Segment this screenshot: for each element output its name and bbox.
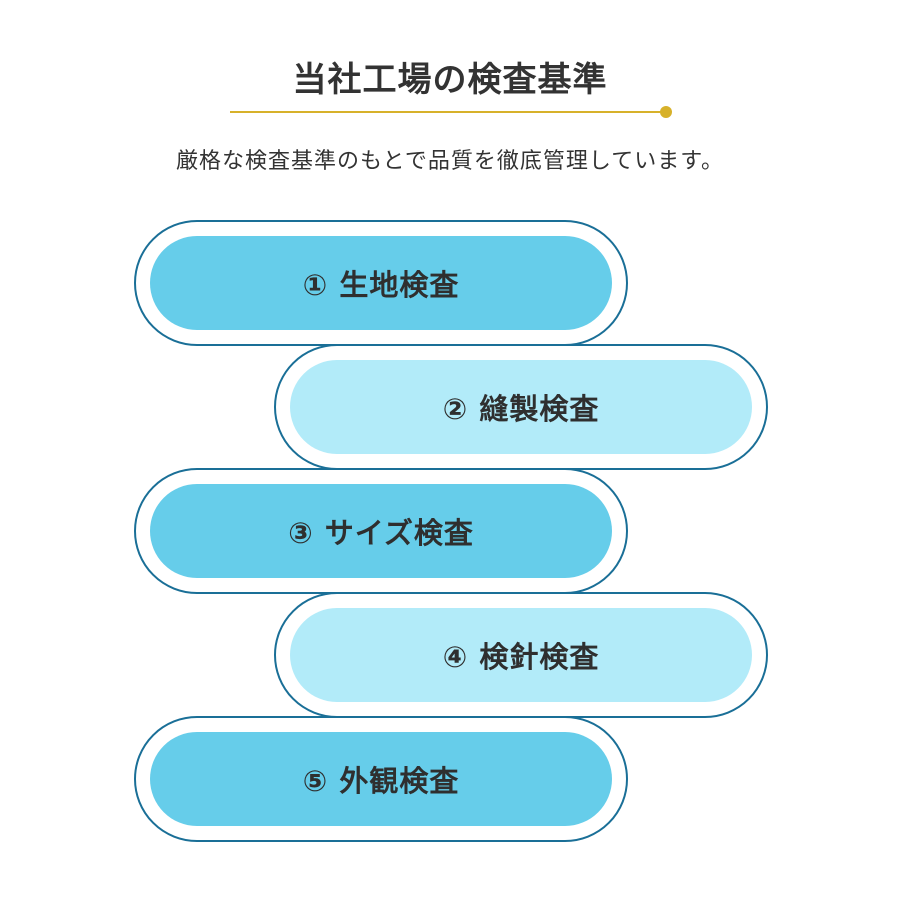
step-4-label: ④ 検針検査: [290, 608, 752, 702]
page-title: 当社工場の検査基準: [292, 60, 608, 100]
step-2-sewing-inspection: ② 縫製検査: [274, 344, 768, 470]
page-subtitle: 厳格な検査基準のもとで品質を徹底管理しています。: [175, 149, 725, 174]
step-4-needle-inspection: ④ 検針検査: [274, 592, 768, 718]
step-2-label: ② 縫製検査: [290, 360, 752, 454]
step-3-size-inspection: ③ サイズ検査: [134, 468, 628, 594]
title-underline-dot: [660, 106, 672, 118]
step-5-appearance-inspection: ⑤ 外観検査: [134, 716, 628, 842]
step-3-label: ③ サイズ検査: [150, 484, 612, 578]
step-5-label: ⑤ 外観検査: [150, 732, 612, 826]
step-1-fabric-inspection: ① 生地検査: [134, 220, 628, 346]
title-underline: [230, 111, 666, 113]
step-1-label: ① 生地検査: [150, 236, 612, 330]
